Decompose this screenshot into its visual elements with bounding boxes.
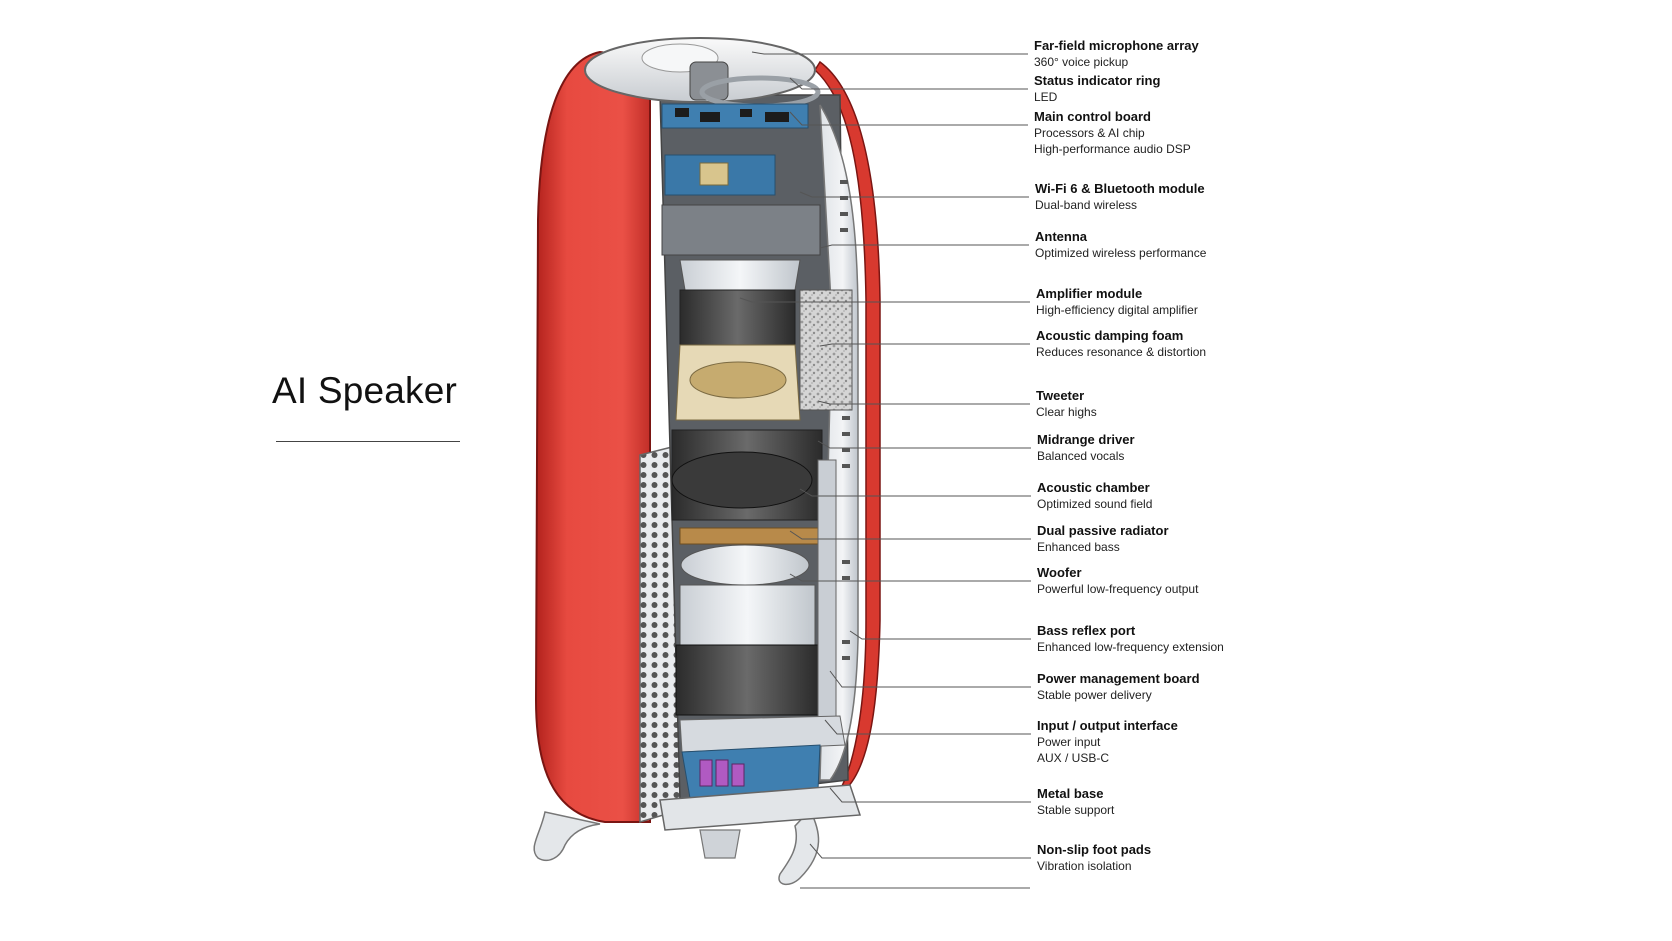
- leader-line: [789, 573, 1031, 582]
- leader-line: [789, 530, 1031, 540]
- leader-line: [799, 191, 1029, 198]
- callout-description: Stable power delivery: [1037, 688, 1152, 702]
- leader-line: [817, 400, 1030, 405]
- callout-description: Reduces resonance & distortion: [1036, 345, 1207, 359]
- callout-description: Power input: [1037, 735, 1101, 749]
- callout-name: Acoustic damping foam: [1036, 328, 1184, 343]
- fabric-cover: [534, 50, 662, 823]
- leader-line: [751, 51, 1028, 55]
- passive-radiator-ring: [679, 527, 821, 545]
- woofer-cone: [679, 584, 816, 646]
- passive-radiator: [680, 544, 810, 586]
- pcb-components: [675, 108, 789, 122]
- leader-line: [829, 787, 1031, 803]
- woofer-surround: [675, 644, 819, 716]
- callout-description: Vibration isolation: [1037, 859, 1132, 873]
- callout-description: 360° voice pickup: [1034, 55, 1129, 69]
- callout-description: LED: [1034, 90, 1058, 104]
- callout-description: High-performance audio DSP: [1034, 142, 1191, 156]
- leader-line: [817, 440, 1031, 449]
- leader-line: [849, 630, 1031, 640]
- foot-right: [778, 808, 820, 886]
- leader-line: [789, 77, 1028, 90]
- diagram-title: AI Speaker: [272, 370, 458, 411]
- callout-name: Main control board: [1034, 109, 1151, 124]
- callout-description: Powerful low-frequency output: [1037, 582, 1199, 596]
- leader-line: [819, 244, 1029, 249]
- callout-description: Stable support: [1037, 803, 1115, 817]
- callout-name: Woofer: [1037, 565, 1082, 580]
- callout-description: Dual-band wireless: [1035, 198, 1138, 212]
- callout-description: Optimized wireless performance: [1035, 246, 1207, 260]
- leader-line: [819, 343, 1030, 347]
- capacitors: [699, 759, 745, 787]
- tweeter-magnet: [679, 289, 796, 346]
- callout-name: Metal base: [1037, 786, 1104, 801]
- callout-description: Optimized sound field: [1037, 497, 1153, 511]
- power-board-plate: [679, 715, 846, 753]
- callout-name: Status indicator ring: [1034, 73, 1161, 88]
- metal-base: [659, 784, 862, 831]
- callout-label: Far-field microphone array 360° voice pic…: [1034, 38, 1199, 70]
- leader-line: [789, 111, 1028, 126]
- callout-description: Balanced vocals: [1037, 449, 1125, 463]
- damping-foam: [799, 289, 853, 411]
- callout-name: Wi-Fi 6 & Bluetooth module: [1035, 181, 1205, 196]
- title-underline: [276, 441, 460, 442]
- leader-line: [809, 843, 1031, 859]
- callout-name: Bass reflex port: [1037, 623, 1136, 638]
- chamber-surround: [671, 451, 813, 509]
- callout-name: Non-slip foot pads: [1037, 842, 1152, 857]
- foot-center: [699, 829, 741, 859]
- callout-description: Clear highs: [1036, 405, 1097, 419]
- callout-name: Far-field microphone array: [1034, 38, 1199, 53]
- leader-lines: [739, 51, 1031, 889]
- callout-name: Midrange driver: [1037, 432, 1135, 447]
- callout-name: Tweeter: [1036, 388, 1085, 403]
- callout-description: High-efficiency digital amplifier: [1036, 303, 1198, 317]
- leader-line: [824, 719, 1031, 735]
- callout-name: Input / output interface: [1037, 718, 1178, 733]
- callout-name: Power management board: [1037, 671, 1200, 686]
- callout-name: Antenna: [1035, 229, 1087, 244]
- wifi-chip: [699, 162, 729, 186]
- callout-description: Enhanced low-frequency extension: [1037, 640, 1224, 654]
- leader-line: [829, 670, 1031, 688]
- foot-left: [533, 811, 601, 862]
- upper-chamber-shelf: [661, 204, 821, 256]
- bass-reflex-port: [817, 459, 837, 731]
- callout-description: Enhanced bass: [1037, 540, 1120, 554]
- callout-description: Processors & AI chip: [1034, 126, 1145, 140]
- tweeter: [679, 259, 801, 291]
- leader-line: [799, 488, 1031, 497]
- callout-name: Acoustic chamber: [1037, 480, 1150, 495]
- midrange-cone: [689, 361, 787, 399]
- callout-name: Amplifier module: [1036, 286, 1143, 301]
- leader-line: [739, 297, 1030, 303]
- callout-name: Dual passive radiator: [1037, 523, 1169, 538]
- callout-description: AUX / USB-C: [1037, 751, 1110, 765]
